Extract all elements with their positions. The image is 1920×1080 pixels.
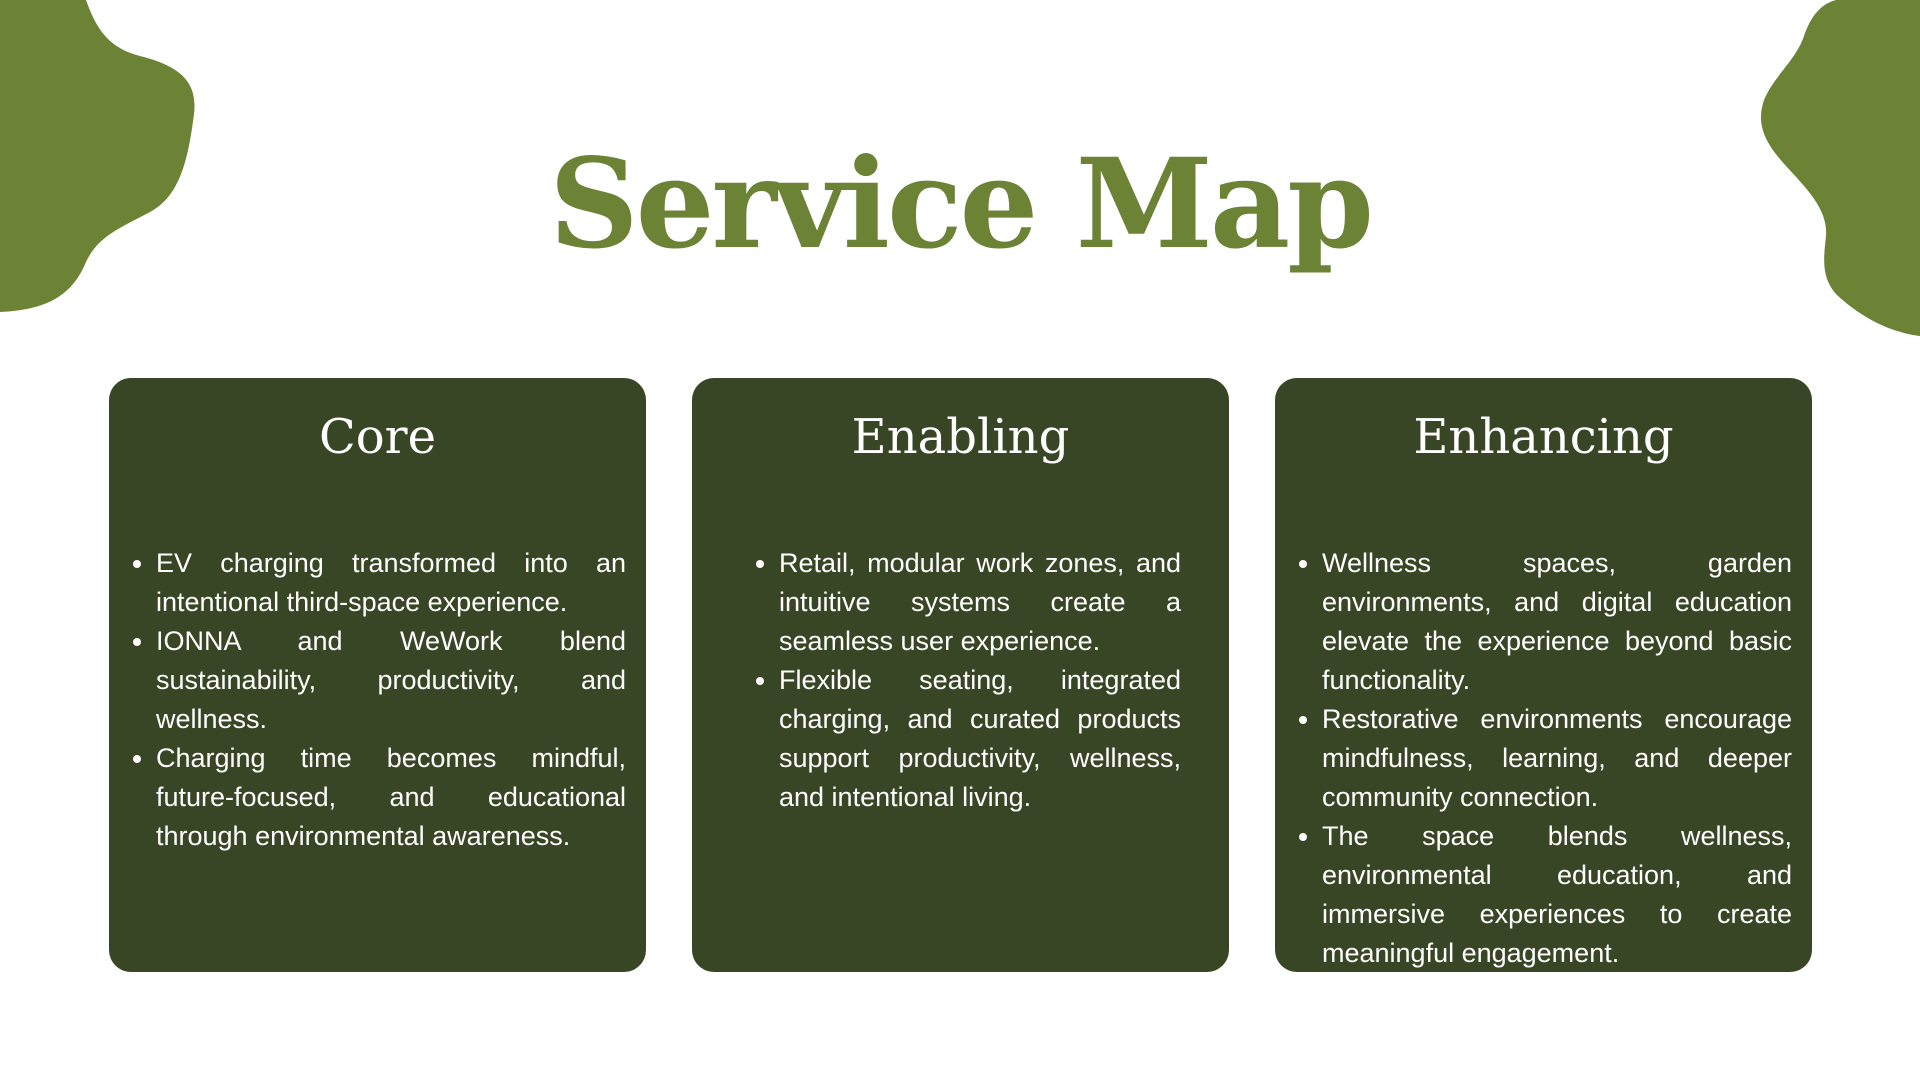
- bullet-list-enabling: Retail, modular work zones, and intuitiv…: [712, 544, 1209, 817]
- blob-shape: [1760, 0, 1920, 336]
- bullet-item: The space blends wellness, environmental…: [1295, 817, 1792, 973]
- blob-shape: [0, 0, 195, 312]
- decorative-blob-top-right: [1760, 0, 1920, 336]
- bullet-item: Retail, modular work zones, and intuitiv…: [752, 544, 1181, 661]
- card-core: Core EV charging transformed into an int…: [109, 378, 646, 972]
- card-enabling: Enabling Retail, modular work zones, and…: [692, 378, 1229, 972]
- card-heading-enabling: Enabling: [851, 409, 1070, 465]
- bullet-list-core: EV charging transformed into an intentio…: [129, 544, 626, 856]
- bullet-list-enhancing: Wellness spaces, garden environments, an…: [1295, 544, 1792, 973]
- bullet-item: EV charging transformed into an intentio…: [129, 544, 626, 622]
- card-enhancing: Enhancing Wellness spaces, garden enviro…: [1275, 378, 1812, 972]
- bullet-item: IONNA and WeWork blend sustainability, p…: [129, 622, 626, 739]
- page-title: Service Map: [549, 132, 1374, 277]
- bullet-item: Flexible seating, integrated charging, a…: [752, 661, 1181, 817]
- card-heading-enhancing: Enhancing: [1413, 409, 1674, 465]
- bullet-item: Charging time becomes mindful, future-fo…: [129, 739, 626, 856]
- bullet-item: Restorative environments encourage mindf…: [1295, 700, 1792, 817]
- card-heading-core: Core: [319, 409, 436, 465]
- decorative-blob-top-left: [0, 0, 195, 312]
- bullet-item: Wellness spaces, garden environments, an…: [1295, 544, 1792, 700]
